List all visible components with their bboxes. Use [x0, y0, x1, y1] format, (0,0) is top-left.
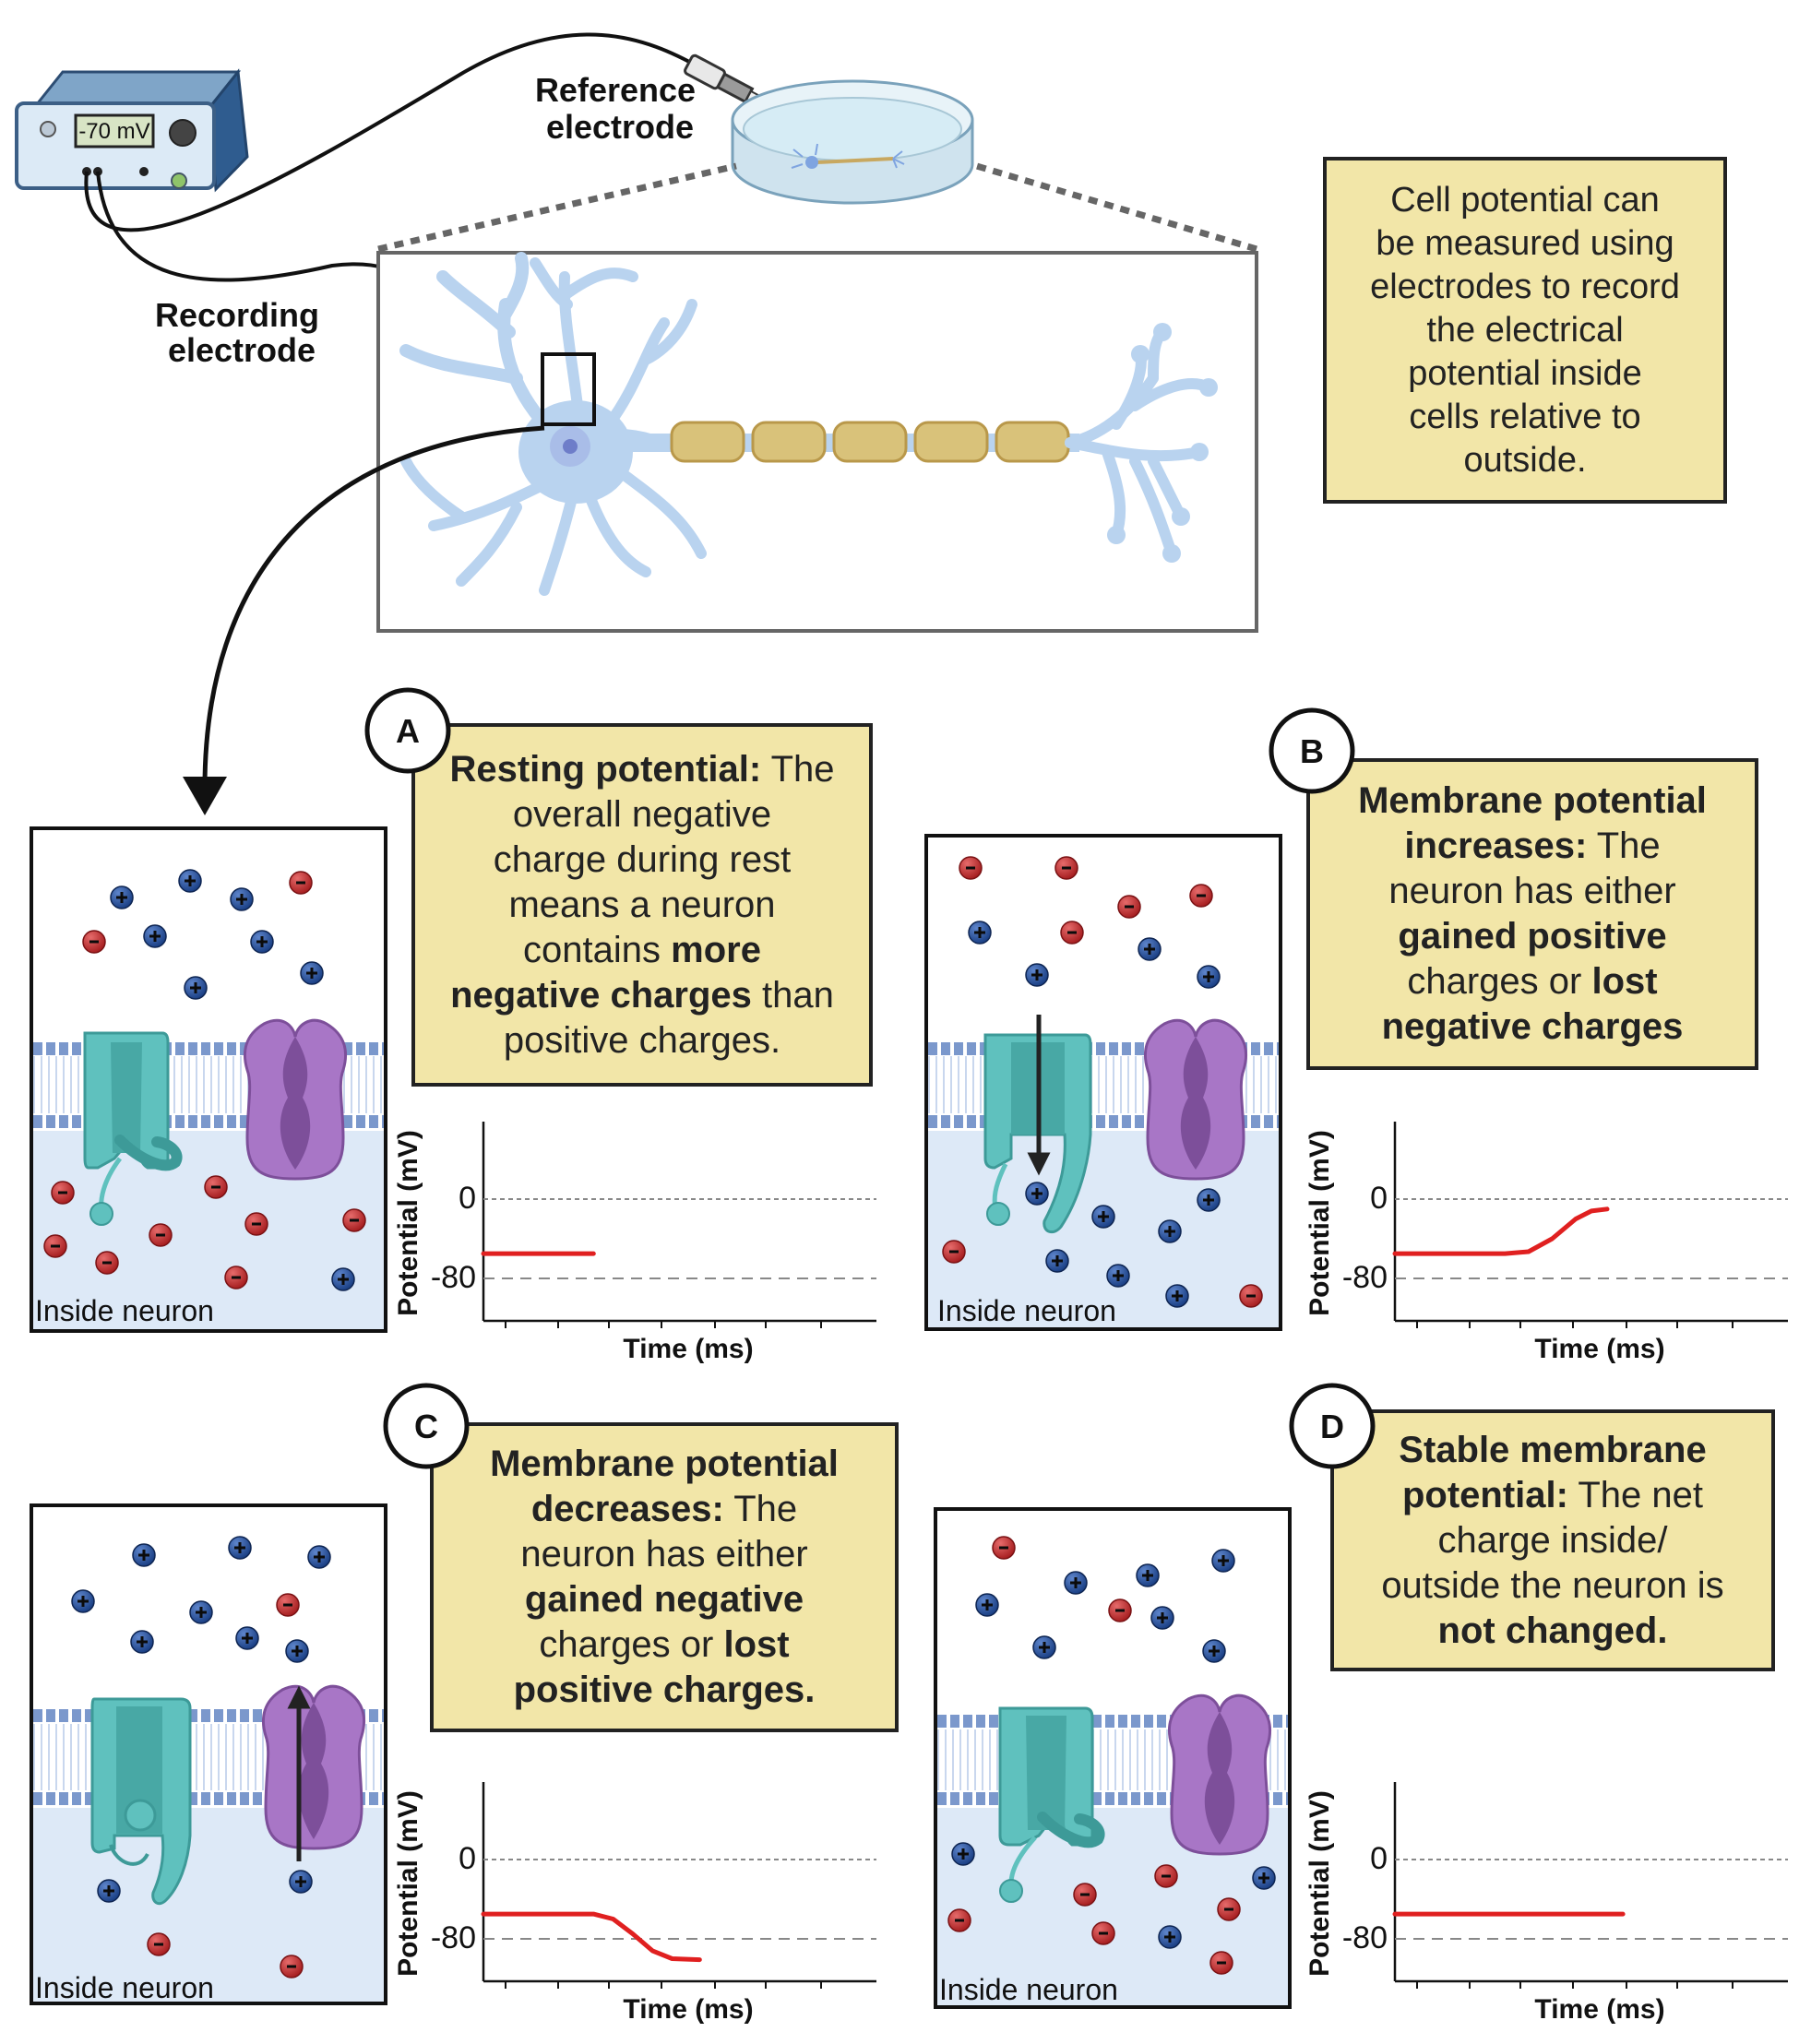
xlabel-c: Time (ms)	[623, 1994, 753, 2025]
panel-a-membrane: Inside neuron	[30, 826, 387, 1333]
potential-trace-b	[1392, 1206, 1610, 1256]
meter-display	[74, 113, 155, 149]
zoom-arrow-head	[183, 777, 227, 815]
ytick-80-a: -80	[431, 1260, 476, 1295]
ytick-0-d: 0	[1370, 1841, 1388, 1876]
purple-channel-c	[261, 1684, 366, 1850]
chart-b: 0 -80 Time (ms) Potential (mV)	[1305, 1122, 1788, 1364]
inside-neuron-label-d: Inside neuron	[939, 1973, 1118, 2006]
info-box-stable-potential: Stable membrane potential: The net charg…	[1330, 1409, 1775, 1671]
xlabel-b: Time (ms)	[1534, 1334, 1664, 1364]
ylabel-c: Potential (mV)	[393, 1790, 423, 1977]
meter-knob	[169, 119, 197, 147]
info-box-potential-increases: Membrane potential increases: The neuron…	[1306, 758, 1758, 1070]
inside-neuron-label-a: Inside neuron	[35, 1294, 214, 1327]
reference-label: Reference electrode	[535, 71, 705, 146]
panel-c-membrane: Inside neuron	[30, 1503, 387, 2005]
reference-wire	[84, 32, 702, 232]
recording-label: Recording electrode	[155, 296, 328, 369]
leak-channel-d	[998, 1706, 1105, 1903]
membrane-zoom-square	[541, 352, 596, 426]
chart-c: 0 -80 Time (ms) Potential (mV)	[393, 1782, 876, 2025]
ylabel-a: Potential (mV)	[393, 1130, 423, 1316]
ylabel-b: Potential (mV)	[1305, 1130, 1335, 1316]
zoom-arrow	[202, 425, 545, 794]
ytick-80-b: -80	[1342, 1260, 1388, 1295]
ytick-80-c: -80	[431, 1920, 476, 1955]
petri-dish	[731, 79, 974, 205]
potential-trace-c	[481, 1911, 702, 1963]
inside-neuron-label-b: Inside neuron	[937, 1294, 1116, 1327]
chart-a: 0 -80 Time (ms) Potential (mV)	[393, 1122, 876, 1364]
zoom-line-left	[377, 162, 737, 253]
panel-b-membrane: Inside neuron	[924, 834, 1282, 1331]
xlabel-a: Time (ms)	[623, 1334, 753, 1364]
purple-channel-d	[1167, 1693, 1272, 1856]
leak-channel-a	[83, 1031, 183, 1226]
chart-d: 0 -80 Time (ms) Potential (mV)	[1305, 1782, 1788, 2025]
info-box-potential-decreases: Membrane potential decreases: The neuron…	[430, 1422, 899, 1732]
leak-channel-c	[90, 1697, 192, 1906]
zoom-line-right	[970, 160, 1257, 253]
xlabel-d: Time (ms)	[1534, 1994, 1664, 2025]
ytick-0-b: 0	[1370, 1181, 1388, 1216]
meter-reading: -70 mV	[78, 119, 149, 144]
ytick-0-a: 0	[459, 1181, 476, 1216]
ytick-80-d: -80	[1342, 1920, 1388, 1955]
ylabel-d: Potential (mV)	[1305, 1790, 1335, 1977]
inside-neuron-label-c: Inside neuron	[35, 1971, 214, 2004]
ytick-0-c: 0	[459, 1841, 476, 1876]
panel-d-membrane: Inside neuron	[934, 1507, 1292, 2009]
purple-channel-a	[243, 1018, 348, 1181]
voltmeter: -70 mV	[15, 68, 249, 193]
purple-channel-b	[1143, 1018, 1248, 1181]
info-box-measurement: Cell potential can be measured using ele…	[1323, 157, 1727, 504]
info-box-resting-potential: Resting potential: The overall negative …	[411, 723, 873, 1087]
